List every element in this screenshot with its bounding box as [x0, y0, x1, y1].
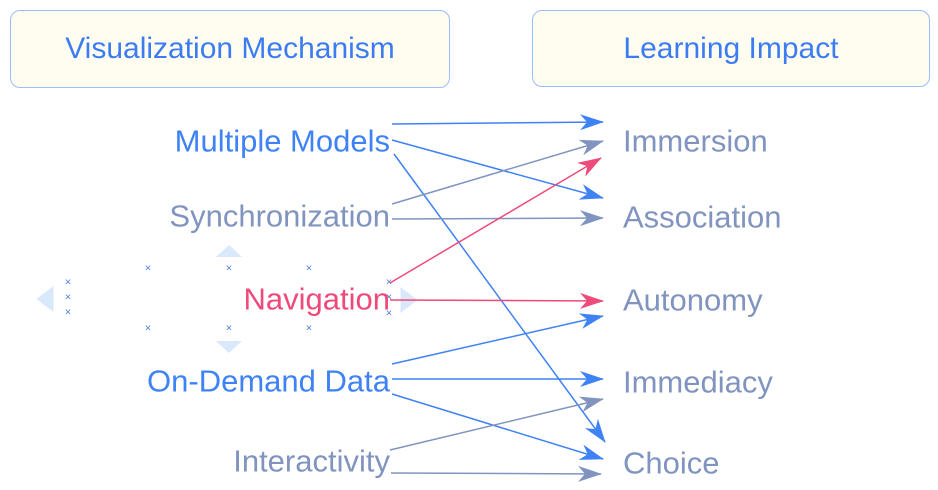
node-autonomy[interactable]: Autonomy: [623, 282, 763, 318]
connector-synchronization-immersion[interactable]: [391, 139, 604, 205]
selection-arrow-up-icon[interactable]: [216, 245, 242, 257]
connector-interactivity-choice[interactable]: [390, 465, 602, 482]
connection-point-marker[interactable]: ×: [64, 276, 72, 289]
node-interactivity[interactable]: Interactivity: [233, 443, 390, 479]
connection-point-marker[interactable]: ×: [225, 262, 233, 275]
node-navigation[interactable]: Navigation: [243, 281, 390, 317]
node-choice[interactable]: Choice: [623, 445, 720, 481]
node-association[interactable]: Association: [623, 199, 782, 235]
connection-point-marker[interactable]: ×: [385, 307, 393, 320]
selection-arrow-left-icon[interactable]: [36, 286, 54, 312]
connector-on-demand-data-autonomy[interactable]: [391, 313, 604, 365]
node-synchronization[interactable]: Synchronization: [169, 198, 390, 234]
connection-point-marker[interactable]: ×: [225, 322, 233, 335]
header-box-learning-impact[interactable]: Learning Impact: [532, 10, 930, 87]
header-label-learning-impact: Learning Impact: [623, 31, 839, 65]
selection-arrow-down-icon[interactable]: [216, 341, 242, 353]
connector-interactivity-immediacy[interactable]: [389, 396, 604, 451]
node-on-demand-data[interactable]: On-Demand Data: [147, 363, 390, 399]
connection-point-marker[interactable]: ×: [385, 291, 393, 304]
connection-point-marker[interactable]: ×: [144, 322, 152, 335]
connection-point-marker[interactable]: ×: [64, 306, 72, 319]
header-box-visualization-mechanism[interactable]: Visualization Mechanism: [10, 10, 450, 88]
connector-on-demand-data-choice[interactable]: [391, 393, 604, 460]
connector-multiple-models-association[interactable]: [391, 139, 604, 200]
connector-multiple-models-choice[interactable]: [393, 153, 606, 443]
connection-point-marker[interactable]: ×: [305, 262, 313, 275]
connection-point-marker[interactable]: ×: [144, 262, 152, 275]
connection-point-marker[interactable]: ×: [305, 322, 313, 335]
connector-navigation-immersion[interactable]: [389, 157, 602, 284]
connector-multiple-models-immersion[interactable]: [391, 114, 604, 131]
connection-point-marker[interactable]: ×: [385, 276, 393, 289]
node-immediacy[interactable]: Immediacy: [623, 364, 773, 400]
node-immersion[interactable]: Immersion: [623, 123, 768, 159]
node-multiple-models[interactable]: Multiple Models: [174, 123, 390, 159]
connector-navigation-autonomy[interactable]: [389, 292, 604, 309]
connection-point-marker[interactable]: ×: [64, 291, 72, 304]
header-label-visualization-mechanism: Visualization Mechanism: [65, 32, 395, 65]
